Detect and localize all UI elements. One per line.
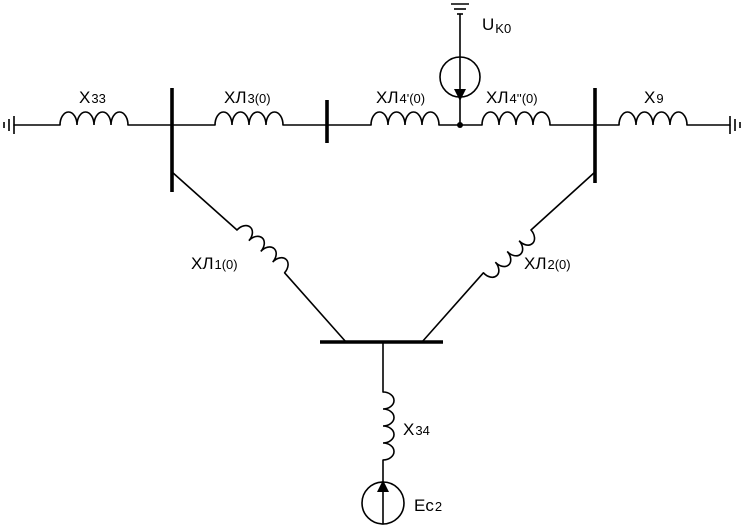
left-ground-icon (3, 116, 15, 134)
x33-inductor-icon (59, 111, 129, 126)
xl4b-inductor-icon (481, 111, 551, 126)
wire-bus3-xl2 (530, 171, 596, 231)
xl2-inductor-icon (482, 229, 536, 279)
label-xl3: XЛ3(0) (224, 88, 271, 107)
label-xl1: XЛ1(0) (191, 254, 238, 273)
xl4a-inductor-icon (370, 111, 440, 126)
top-ground-icon (451, 3, 469, 15)
x9-inductor-icon (618, 111, 688, 126)
label-uk0: UK0 (482, 15, 511, 36)
label-xl4a: XЛ4'(0) (376, 88, 425, 107)
xl3-inductor-icon (214, 111, 284, 126)
x34-inductor-icon (382, 391, 395, 461)
uk0-voltage-source-icon (439, 56, 481, 126)
label-x33: X33 (79, 88, 106, 107)
xl1-inductor-icon (236, 224, 289, 274)
label-x34: X34 (403, 420, 430, 439)
label-xl2: XЛ2(0) (524, 254, 571, 273)
wire-bus1-xl1 (171, 171, 238, 231)
right-ground-icon (729, 116, 741, 134)
wire-xl1-bus4 (283, 271, 347, 343)
label-xl4b: XЛ4''(0) (486, 88, 538, 107)
ec2-voltage-source-icon (361, 480, 405, 525)
label-ec2: Ec2 (414, 496, 442, 515)
wire-xl2-bus4 (421, 271, 485, 343)
label-x9: X9 (644, 88, 664, 107)
